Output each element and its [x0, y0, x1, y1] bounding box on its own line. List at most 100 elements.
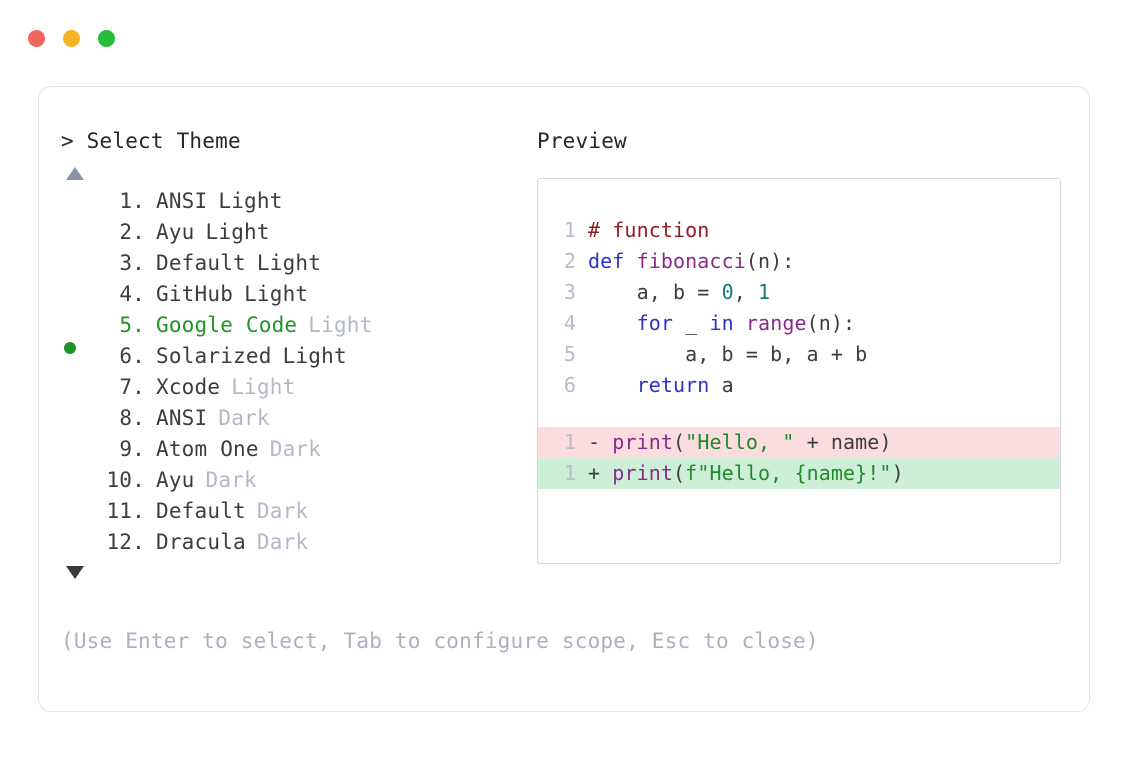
- theme-item-name: Default: [156, 499, 246, 523]
- theme-item-number: 4.: [119, 282, 145, 306]
- theme-list-item[interactable]: 4. GitHub Light: [61, 279, 531, 310]
- theme-item-number: 2.: [119, 220, 145, 244]
- theme-item-variant: Dark: [256, 530, 309, 554]
- prompt-label: > Select Theme: [61, 129, 241, 153]
- code-text: print("Hello, " + name): [612, 427, 891, 458]
- theme-item-number: 12.: [106, 530, 145, 554]
- code-token-comment: # function: [588, 218, 710, 242]
- code-text: a, b = 0, 1: [576, 277, 771, 308]
- code-blank-line: [538, 401, 1060, 427]
- code-token-func: print: [612, 430, 674, 454]
- theme-list-item[interactable]: 9. Atom One Dark: [61, 434, 531, 465]
- theme-list-item[interactable]: 11. Default Dark: [61, 496, 531, 527]
- preview-label: Preview: [537, 129, 627, 153]
- code-token-number: 1: [758, 280, 771, 304]
- minimize-window-dot[interactable]: [63, 30, 80, 47]
- code-text: print(f"Hello, {name}!"): [612, 458, 903, 489]
- code-text: return a: [576, 370, 734, 401]
- theme-item-variant: Light: [256, 251, 322, 275]
- theme-item-name: Dracula: [156, 530, 246, 554]
- theme-item-name: ANSI: [156, 406, 208, 430]
- code-text: a, b = b, a + b: [576, 339, 867, 370]
- code-token-string: f"Hello, {name}!": [685, 461, 892, 485]
- line-number: 1: [563, 430, 576, 454]
- theme-item-number: 3.: [119, 251, 145, 275]
- line-number: 5: [563, 342, 576, 366]
- code-token-plain: a, b = b, a + b: [588, 342, 868, 366]
- theme-item-variant: Light: [244, 282, 309, 306]
- theme-item-number: 5.: [119, 313, 145, 337]
- maximize-window-dot[interactable]: [98, 30, 115, 47]
- diff-sign: +: [588, 461, 613, 485]
- triangle-up-icon[interactable]: [66, 167, 84, 180]
- theme-item-variant: Light: [282, 344, 347, 368]
- window-titlebar: [28, 30, 115, 47]
- code-token-plain: [588, 373, 637, 397]
- diff-line-add: 1+ print(f"Hello, {name}!"): [538, 458, 1060, 489]
- theme-item-name: ANSI: [156, 189, 208, 213]
- theme-list-item[interactable]: 12. Dracula Dark: [61, 527, 531, 558]
- code-token-func: fibonacci: [636, 249, 746, 273]
- theme-item-number: 6.: [119, 344, 145, 368]
- selected-bullet-icon: [64, 342, 76, 354]
- theme-list-item[interactable]: 8. ANSI Dark: [61, 403, 531, 434]
- code-text: def fibonacci(n):: [576, 246, 794, 277]
- theme-item-name: Solarized: [156, 344, 272, 368]
- code-token-plain: a: [709, 373, 734, 397]
- theme-list-item[interactable]: 1. ANSI Light: [61, 186, 531, 217]
- line-number: 2: [563, 249, 576, 273]
- theme-item-name: Xcode: [156, 375, 221, 399]
- code-token-keyword: return: [636, 373, 710, 397]
- code-token-punct: (: [673, 430, 686, 454]
- code-line: 4 for _ in range(n):: [538, 308, 1060, 339]
- theme-item-variant: Light: [218, 189, 283, 213]
- code-token-keyword: def: [588, 249, 637, 273]
- theme-list-item[interactable]: 3. Default Light: [61, 248, 531, 279]
- code-token-punct: ): [891, 461, 904, 485]
- theme-item-name: Ayu: [156, 220, 195, 244]
- code-line: 6 return a: [538, 370, 1060, 401]
- help-hint: (Use Enter to select, Tab to configure s…: [61, 629, 819, 653]
- theme-item-number: 8.: [119, 406, 145, 430]
- theme-item-variant: Dark: [269, 437, 322, 461]
- code-line: 1# function: [538, 215, 1060, 246]
- theme-item-name: GitHub: [156, 282, 234, 306]
- theme-item-name: Ayu: [156, 468, 195, 492]
- triangle-down-icon[interactable]: [66, 566, 84, 579]
- theme-item-number: 11.: [106, 499, 145, 523]
- code-line: 5 a, b = b, a + b: [538, 339, 1060, 370]
- code-token-plain: a, b =: [588, 280, 722, 304]
- code-line: 3 a, b = 0, 1: [538, 277, 1060, 308]
- theme-item-number: 9.: [119, 437, 145, 461]
- theme-item-name: Atom One: [156, 437, 259, 461]
- line-number: 6: [563, 373, 576, 397]
- line-number: 4: [563, 311, 576, 335]
- close-window-dot[interactable]: [28, 30, 45, 47]
- theme-list-item[interactable]: 6. Solarized Light: [61, 341, 531, 372]
- code-token-plain: [734, 311, 746, 335]
- code-token-plain: [588, 311, 637, 335]
- theme-item-variant: Dark: [256, 499, 309, 523]
- code-token-plain: ,: [733, 280, 759, 304]
- theme-item-number: 1.: [119, 189, 145, 213]
- code-token-punct: (n):: [745, 249, 795, 273]
- theme-item-variant: Dark: [218, 406, 270, 430]
- code-token-number: 0: [721, 280, 734, 304]
- diff-line-del: 1- print("Hello, " + name): [538, 427, 1060, 458]
- theme-item-name: Default: [156, 251, 246, 275]
- code-text: for _ in range(n):: [576, 308, 856, 339]
- theme-item-name: Google Code: [156, 313, 298, 337]
- diff-sign: -: [588, 430, 613, 454]
- code-token-plain: + name): [794, 430, 892, 454]
- theme-item-number: 10.: [106, 468, 145, 492]
- code-text: # function: [576, 215, 709, 246]
